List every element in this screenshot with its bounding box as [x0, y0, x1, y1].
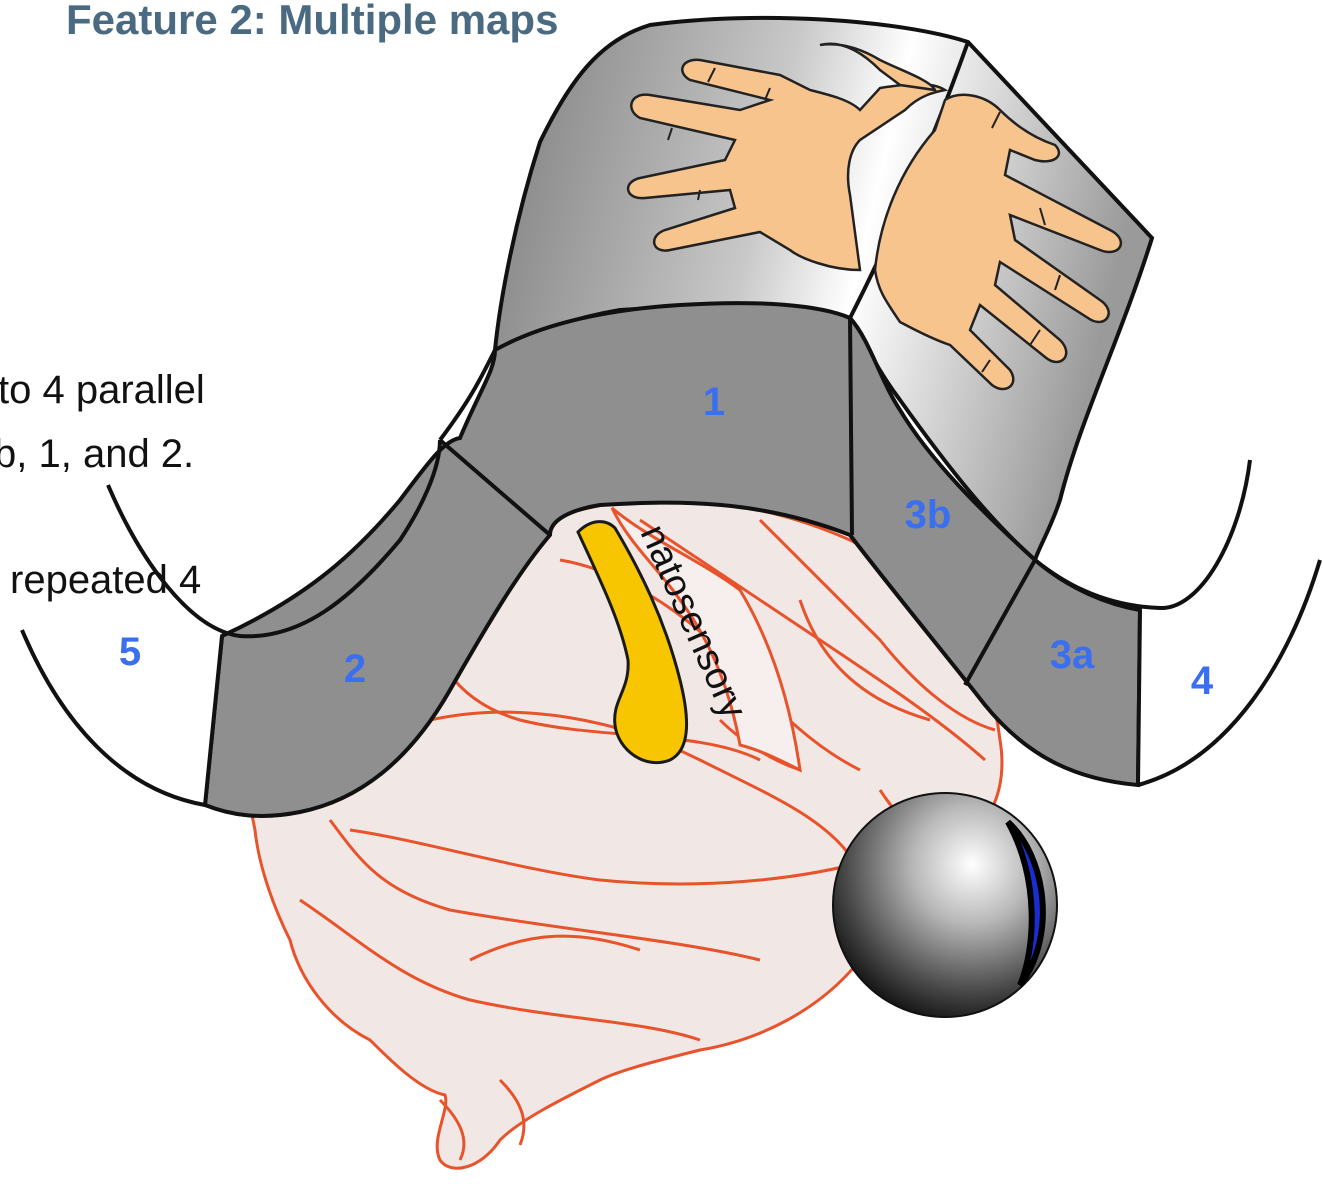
area-label-3b: 3b: [905, 493, 952, 537]
eye-icon: [833, 793, 1057, 1017]
area-label-1: 1: [703, 380, 725, 424]
caption-line-2: b, 1, and 2.: [0, 432, 194, 476]
caption-line-1: to 4 parallel: [0, 368, 205, 412]
area-label-4: 4: [1191, 659, 1214, 703]
area-label-5: 5: [119, 630, 141, 674]
area-label-3a: 3a: [1050, 633, 1095, 677]
caption-line-3: repeated 4: [10, 558, 201, 602]
area-4-region: [1138, 560, 1320, 785]
area-label-2: 2: [344, 647, 366, 691]
page-title: Feature 2: Multiple maps: [66, 0, 558, 43]
